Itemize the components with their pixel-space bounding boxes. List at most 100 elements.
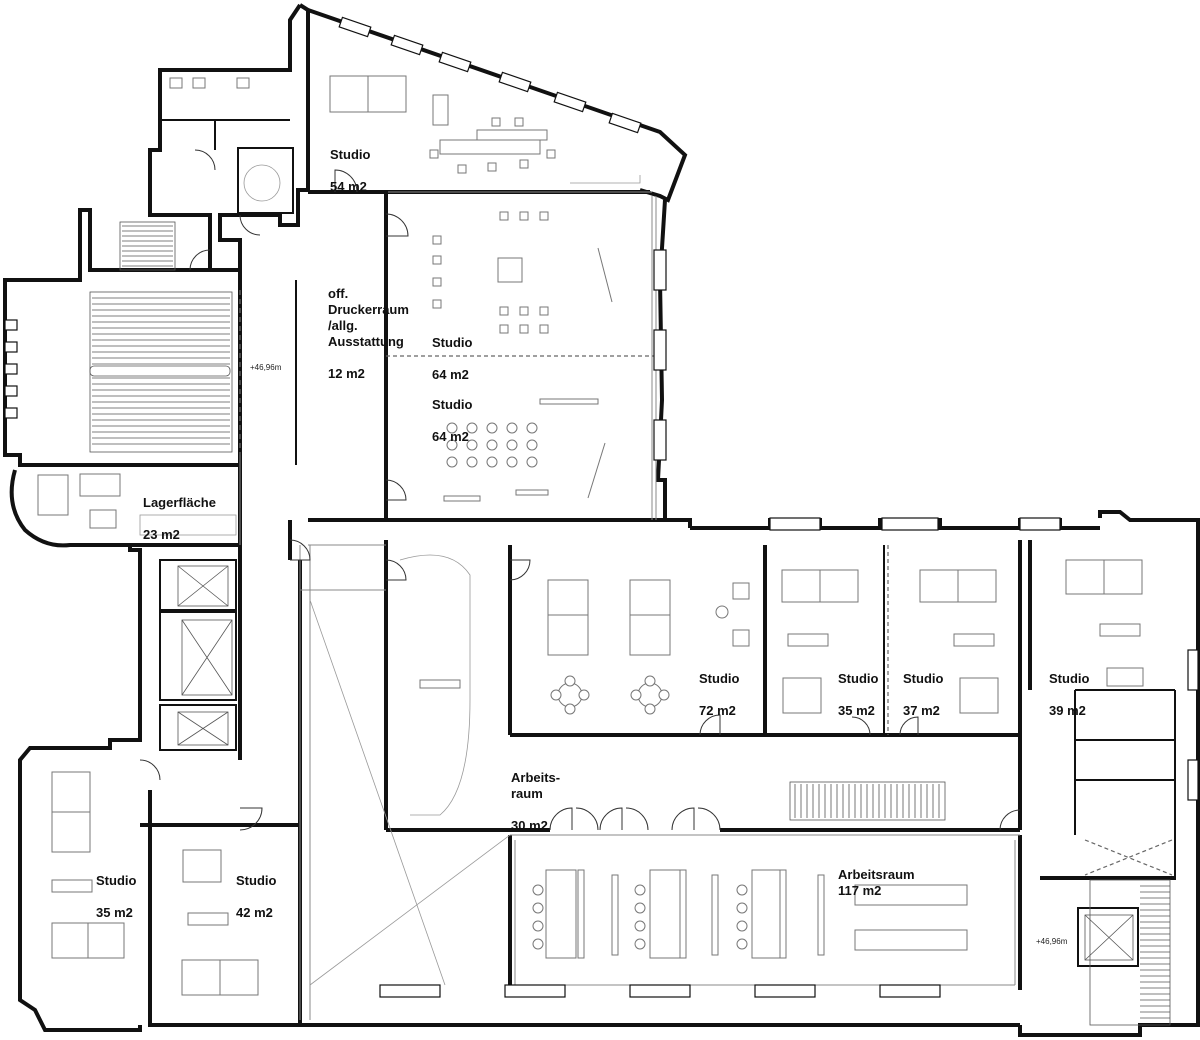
stool — [634, 884, 646, 896]
desk — [79, 473, 121, 497]
chair — [539, 324, 549, 334]
chair — [539, 306, 549, 316]
room-area: 35 m2 — [838, 703, 875, 718]
desk — [432, 94, 449, 126]
room-name: Studio — [236, 873, 277, 888]
stool — [506, 422, 518, 434]
room-area: 23 m2 — [143, 527, 180, 542]
desk — [787, 633, 829, 647]
stool — [736, 938, 748, 950]
stool — [486, 456, 498, 468]
stool — [446, 422, 458, 434]
desk — [547, 614, 589, 656]
desk — [37, 474, 69, 516]
desk — [854, 884, 968, 906]
room-area: 12 m2 — [328, 366, 365, 381]
room-name: Studio — [699, 671, 740, 686]
room-label-studio-39: Studio 39 m2 — [1049, 655, 1089, 719]
room-area: 54 m2 — [330, 179, 367, 194]
level-marker-stair-east: +46,96m — [1036, 937, 1068, 946]
stool — [578, 689, 590, 701]
stool — [736, 920, 748, 932]
desk — [187, 912, 229, 926]
desk — [819, 569, 859, 603]
stool — [466, 439, 478, 451]
room-name: Studio — [432, 335, 473, 350]
chair — [457, 164, 467, 174]
easel — [597, 247, 613, 303]
stool — [644, 703, 656, 715]
room-area: 72 m2 — [699, 703, 736, 718]
desk — [959, 677, 999, 714]
room-name: Studio — [903, 671, 944, 686]
stairs — [89, 221, 1171, 1026]
desk — [89, 509, 117, 529]
desk — [439, 139, 541, 155]
chair — [429, 149, 439, 159]
stool — [634, 902, 646, 914]
chair — [499, 324, 509, 334]
desk — [679, 869, 687, 959]
chair — [487, 162, 497, 172]
stool — [526, 439, 538, 451]
room-label-studio-35-east: Studio 35 m2 — [838, 655, 878, 719]
room-name: off. Druckerraum /allg. Ausstattung — [328, 286, 409, 349]
desk — [1099, 623, 1141, 637]
room-label-studio-64-north: Studio 64 m2 — [432, 319, 472, 383]
round-table — [715, 605, 729, 619]
desk — [779, 869, 787, 959]
desk — [547, 579, 589, 616]
desk — [781, 569, 821, 603]
desk — [782, 677, 822, 714]
easel — [587, 442, 606, 499]
stool — [532, 920, 544, 932]
desk — [611, 874, 619, 956]
stool — [466, 456, 478, 468]
stool — [550, 689, 562, 701]
stool — [486, 439, 498, 451]
desk — [629, 579, 671, 616]
chair — [432, 299, 442, 309]
level-marker-corridor: +46,96m — [250, 363, 282, 372]
chair — [519, 324, 529, 334]
stool — [736, 884, 748, 896]
desk — [51, 811, 91, 853]
elevators — [177, 565, 1173, 961]
room-area: 117 m2 — [838, 883, 882, 898]
stool — [736, 902, 748, 914]
stair-landing — [89, 365, 231, 377]
stool — [658, 689, 670, 701]
room-label-studio-64-south: Studio 64 m2 — [432, 381, 472, 445]
chair — [519, 306, 529, 316]
room-name: Studio — [330, 147, 371, 162]
room-name: Studio — [432, 397, 473, 412]
room-label-lagerflaeche: Lagerfläche 23 m2 — [143, 479, 216, 543]
room-name: Studio — [96, 873, 137, 888]
desk — [182, 849, 222, 883]
desk — [367, 75, 407, 113]
chair — [519, 159, 529, 169]
desk — [732, 582, 750, 600]
desk — [51, 771, 91, 813]
desk — [87, 922, 125, 959]
stool — [526, 422, 538, 434]
chair — [491, 117, 501, 127]
room-label-studio-42: Studio 42 m2 — [236, 857, 276, 921]
room-label-studio-54: Studio 54 m2 — [330, 131, 370, 195]
desk — [732, 629, 750, 647]
room-name: Studio — [838, 671, 879, 686]
room-label-studio-35-west: Studio 35 m2 — [96, 857, 136, 921]
stool — [486, 422, 498, 434]
desk — [192, 77, 206, 89]
room-label-arbeitsraum-30: Arbeits- raum 30 m2 — [511, 754, 560, 834]
room-area: 39 m2 — [1049, 703, 1086, 718]
room-area: 64 m2 — [432, 367, 469, 382]
stool — [506, 456, 518, 468]
desk — [1103, 559, 1143, 595]
room-label-druckerraum: off. Druckerraum /allg. Ausstattung 12 m… — [328, 270, 409, 382]
desk — [577, 869, 585, 959]
stool — [630, 689, 642, 701]
stool — [564, 703, 576, 715]
stool — [634, 920, 646, 932]
